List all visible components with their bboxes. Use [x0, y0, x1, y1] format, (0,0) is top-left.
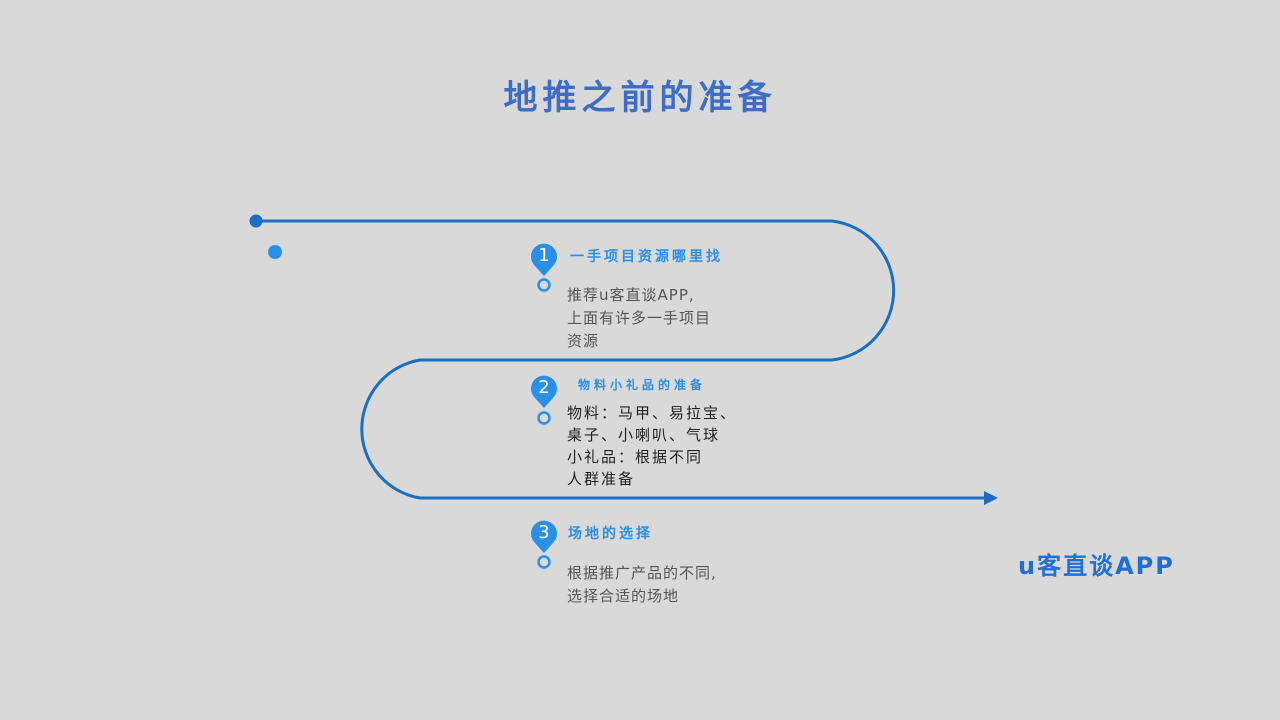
brand-label: u客直谈APP	[1018, 552, 1175, 580]
page-title: 地推之前的准备	[503, 78, 777, 118]
step-2-title: 物料小礼品的准备	[578, 378, 707, 392]
step-2-pin-icon	[531, 375, 557, 425]
serpentine-line	[256, 219, 985, 500]
step-2-line-3: 小礼品：根据不同	[567, 448, 704, 466]
step-1-body: 推荐u客直谈APP, 上面有许多一手项目 资源	[567, 284, 711, 353]
decor-dot	[268, 245, 282, 259]
step-1-pin-icon	[531, 243, 557, 292]
step-2-number: 2	[538, 377, 550, 398]
step-2-line-1: 物料：马甲、易拉宝、	[567, 404, 738, 422]
step-1-number: 1	[538, 245, 550, 266]
step-3-body: 根据推广产品的不同, 选择合适的场地	[567, 562, 717, 608]
step-1-line-2: 上面有许多一手项目	[567, 309, 712, 327]
step-2-body: 物料：马甲、易拉宝、 桌子、小喇叭、气球 小礼品：根据不同 人群准备	[567, 402, 737, 490]
step-2-line-2: 桌子、小喇叭、气球	[567, 426, 721, 444]
step-3-number: 3	[538, 522, 550, 543]
step-3-pin-icon	[531, 520, 557, 569]
step-3-line-2: 选择合适的场地	[567, 587, 680, 605]
step-3-ring-icon	[537, 555, 551, 569]
step-1-line-1: 推荐u客直谈APP,	[567, 286, 695, 304]
step-2-ring-icon	[537, 411, 551, 425]
step-1-title: 一手项目资源哪里找	[570, 249, 723, 265]
path-start-dot	[249, 214, 263, 228]
step-3-title: 场地的选择	[568, 526, 653, 542]
step-1-ring-icon	[537, 278, 551, 292]
step-1-line-3: 资源	[567, 332, 600, 350]
step-2-line-4: 人群准备	[567, 470, 636, 488]
path-arrowhead-icon	[984, 491, 998, 505]
step-3-line-1: 根据推广产品的不同,	[567, 564, 717, 582]
